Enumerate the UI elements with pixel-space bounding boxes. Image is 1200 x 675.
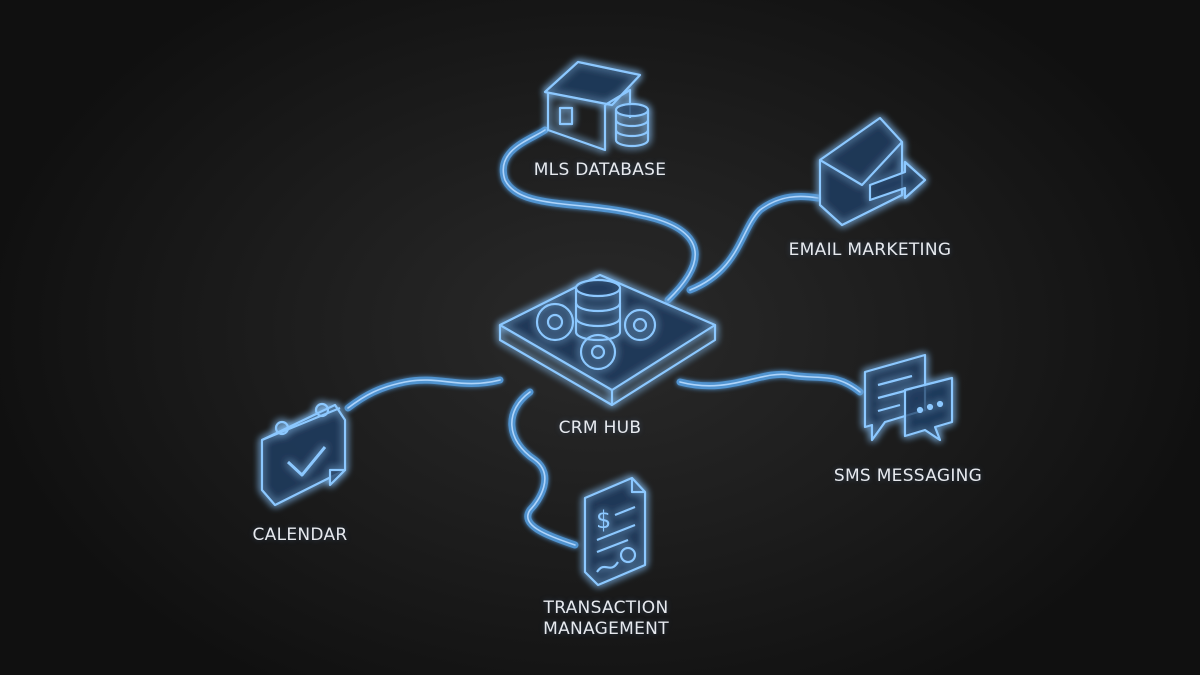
node-label-mls: MLS DATABASE xyxy=(533,160,667,180)
node-label-email: EMAIL MARKETING xyxy=(788,240,952,260)
connector-sms xyxy=(676,370,864,396)
node-label-calendar: CALENDAR xyxy=(252,525,348,545)
connector-transaction xyxy=(508,388,579,549)
hub-label: CRM HUB xyxy=(558,418,642,438)
svg-text:$: $ xyxy=(596,506,611,534)
node-label-sms: SMS MESSAGING xyxy=(833,466,983,486)
node-label-transaction-line1: TRANSACTION xyxy=(543,598,669,618)
envelope-arrow-icon xyxy=(818,116,927,227)
document-dollar-icon: $ xyxy=(583,476,647,587)
database-gears-icon xyxy=(498,273,717,407)
node-label-transaction: TRANSACTION MANAGEMENT xyxy=(543,598,669,640)
chat-bubbles-icon xyxy=(863,353,954,442)
calendar-check-icon xyxy=(260,402,347,507)
node-label-transaction-line2: MANAGEMENT xyxy=(543,619,669,639)
house-database-icon xyxy=(543,60,650,152)
